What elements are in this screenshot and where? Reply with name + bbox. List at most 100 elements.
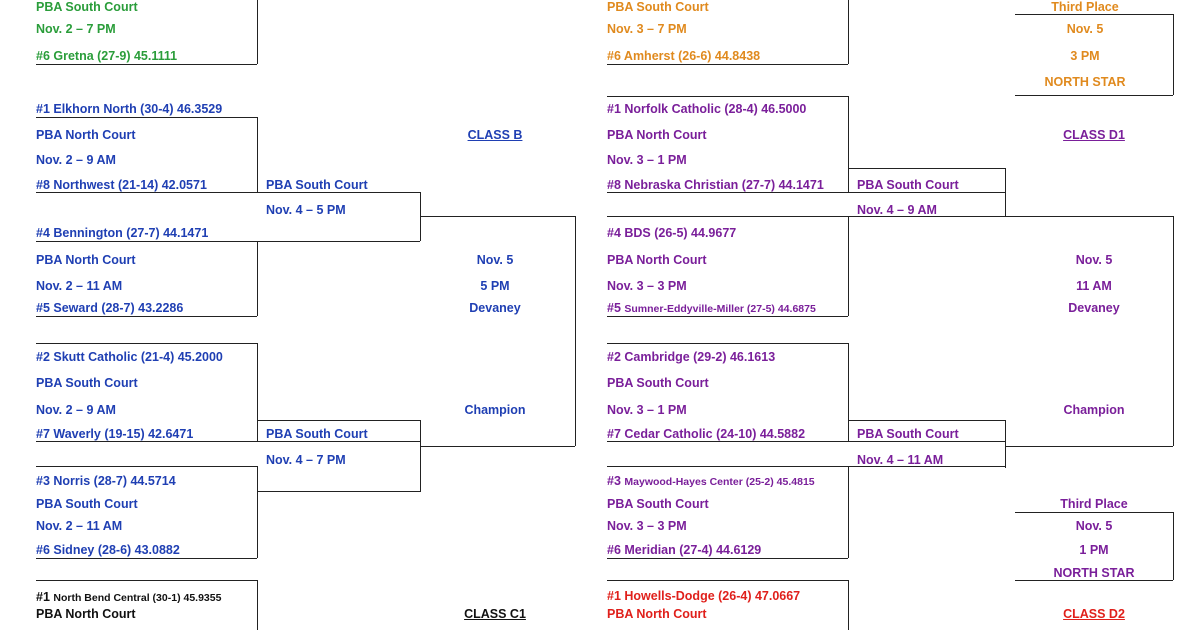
bracket-line <box>848 216 849 316</box>
classa-time: Nov. 2 – 7 PM <box>36 22 116 36</box>
c2-third-venue: NORTH STAR <box>1044 75 1126 89</box>
bracket-line <box>36 64 257 65</box>
bracket-line <box>36 441 420 442</box>
bracket-line <box>36 192 420 193</box>
classd1-final-date: Nov. 5 <box>1075 253 1113 267</box>
classd1-g4-team2: #6 Meridian (27-4) 44.6129 <box>607 543 762 557</box>
bracket-line <box>257 420 420 421</box>
classb-g4-team1: #3 Norris (28-7) 44.5714 <box>36 474 176 488</box>
bracket-line <box>607 64 848 65</box>
classd1-champion: Champion <box>1063 403 1125 417</box>
bracket-line <box>607 192 1005 193</box>
classd1-g1-team1: #1 Norfolk Catholic (28-4) 46.5000 <box>607 102 807 116</box>
c2-third-time: 3 PM <box>1070 49 1100 63</box>
classb-final-date: Nov. 5 <box>476 253 514 267</box>
classd1-final-time: 11 AM <box>1076 279 1112 293</box>
bracket-line <box>36 558 257 559</box>
bracket-line <box>36 241 420 242</box>
classd1-g2-team2: #5 Sumner-Eddyville-Miller (27-5) 44.687… <box>607 301 816 315</box>
classd1-s1-time: Nov. 4 – 9 AM <box>857 203 937 217</box>
classb-s1-time: Nov. 4 – 5 PM <box>266 203 346 217</box>
bracket-line <box>848 0 849 64</box>
classd1-g2-team1: #4 BDS (26-5) 44.9677 <box>607 226 737 240</box>
bracket-line <box>848 420 1005 421</box>
classd1-g2-time: Nov. 3 – 3 PM <box>607 279 687 293</box>
bracket-line <box>848 96 849 192</box>
classb-g3-team1: #2 Skutt Catholic (21-4) 45.2000 <box>36 350 223 364</box>
bracket-line <box>607 316 848 317</box>
bracket-line <box>420 446 575 447</box>
bracket-line <box>848 168 1005 169</box>
classc1-court: PBA North Court <box>36 607 136 621</box>
classc1-title: CLASS C1 <box>464 607 526 621</box>
classb-s2-court: PBA South Court <box>266 427 368 441</box>
classb-final-time: 5 PM <box>480 279 510 293</box>
classa-team: #6 Gretna (27-9) 45.1111 <box>36 49 178 63</box>
classb-g1-time: Nov. 2 – 9 AM <box>36 153 116 167</box>
classc2-time: Nov. 3 – 7 PM <box>607 22 687 36</box>
bracket-line <box>257 343 258 441</box>
classb-g1-team1: #1 Elkhorn North (30-4) 46.3529 <box>36 102 223 116</box>
classd2-team1: #1 Howells-Dodge (26-4) 47.0667 <box>607 589 801 603</box>
classa-court: PBA South Court <box>36 0 138 14</box>
bracket-line <box>257 241 258 316</box>
c2-third-date: Nov. 5 <box>1066 22 1104 36</box>
classb-g2-team2: #5 Seward (28-7) 43.2286 <box>36 301 184 315</box>
classd1-g3-team2: #7 Cedar Catholic (24-10) 44.5882 <box>607 427 806 441</box>
classd1-g1-time: Nov. 3 – 1 PM <box>607 153 687 167</box>
bracket-line <box>575 216 576 446</box>
bracket-line <box>607 216 1005 217</box>
classb-title: CLASS B <box>467 128 523 142</box>
bracket-line <box>257 580 258 630</box>
classc2-team: #6 Amherst (26-6) 44.8438 <box>607 49 761 63</box>
classb-g4-court: PBA South Court <box>36 497 138 511</box>
bracket-line <box>607 580 848 581</box>
bracket-line <box>36 466 257 467</box>
bracket-line <box>607 96 848 97</box>
classb-g4-time: Nov. 2 – 11 AM <box>36 519 123 533</box>
classb-g2-court: PBA North Court <box>36 253 136 267</box>
classb-s2-time: Nov. 4 – 7 PM <box>266 453 346 467</box>
bracket-line <box>1005 446 1173 447</box>
classd1-g4-time: Nov. 3 – 3 PM <box>607 519 687 533</box>
classd1-s2-court: PBA South Court <box>857 427 959 441</box>
classd1-g1-team2: #8 Nebraska Christian (27-7) 44.1471 <box>607 178 824 192</box>
classd1-g4-court: PBA South Court <box>607 497 709 511</box>
classd1-title: CLASS D1 <box>1063 128 1125 142</box>
classd1-g3-time: Nov. 3 – 1 PM <box>607 403 687 417</box>
classd1-g3-court: PBA South Court <box>607 376 709 390</box>
bracket-line <box>36 117 257 118</box>
bracket-line <box>607 441 1005 442</box>
bracket-line <box>420 420 421 492</box>
bracket-line <box>36 580 257 581</box>
bracket-line <box>1173 14 1174 95</box>
bracket-line <box>36 343 257 344</box>
bracket-line <box>848 343 849 441</box>
c2-third-label: Third Place <box>1051 0 1119 14</box>
bracket-line <box>1015 580 1173 581</box>
d1-third-date: Nov. 5 <box>1075 519 1113 533</box>
classd1-g2-court: PBA North Court <box>607 253 707 267</box>
bracket-line <box>257 0 258 64</box>
bracket-line <box>1015 14 1173 15</box>
classb-champion: Champion <box>464 403 526 417</box>
bracket-line <box>607 466 1005 467</box>
classb-g3-court: PBA South Court <box>36 376 138 390</box>
bracket-line <box>1005 168 1006 216</box>
classb-final-venue: Devaney <box>469 301 521 315</box>
classd2-court: PBA North Court <box>607 607 707 621</box>
classc1-team1: #1 North Bend Central (30-1) 45.9355 <box>36 590 222 604</box>
classb-g1-team2: #8 Northwest (21-14) 42.0571 <box>36 178 207 192</box>
bracket-line <box>848 466 849 558</box>
d1-third-time: 1 PM <box>1079 543 1109 557</box>
bracket-line <box>257 466 258 558</box>
classd1-final-venue: Devaney <box>1068 301 1120 315</box>
bracket-line <box>607 343 848 344</box>
classb-g3-team2: #7 Waverly (19-15) 42.6471 <box>36 427 194 441</box>
classd1-s1-court: PBA South Court <box>857 178 959 192</box>
classb-g1-court: PBA North Court <box>36 128 136 142</box>
bracket-line <box>607 558 848 559</box>
bracket-line <box>1005 216 1173 217</box>
bracket-line <box>1005 420 1006 468</box>
bracket-line <box>1173 512 1174 580</box>
